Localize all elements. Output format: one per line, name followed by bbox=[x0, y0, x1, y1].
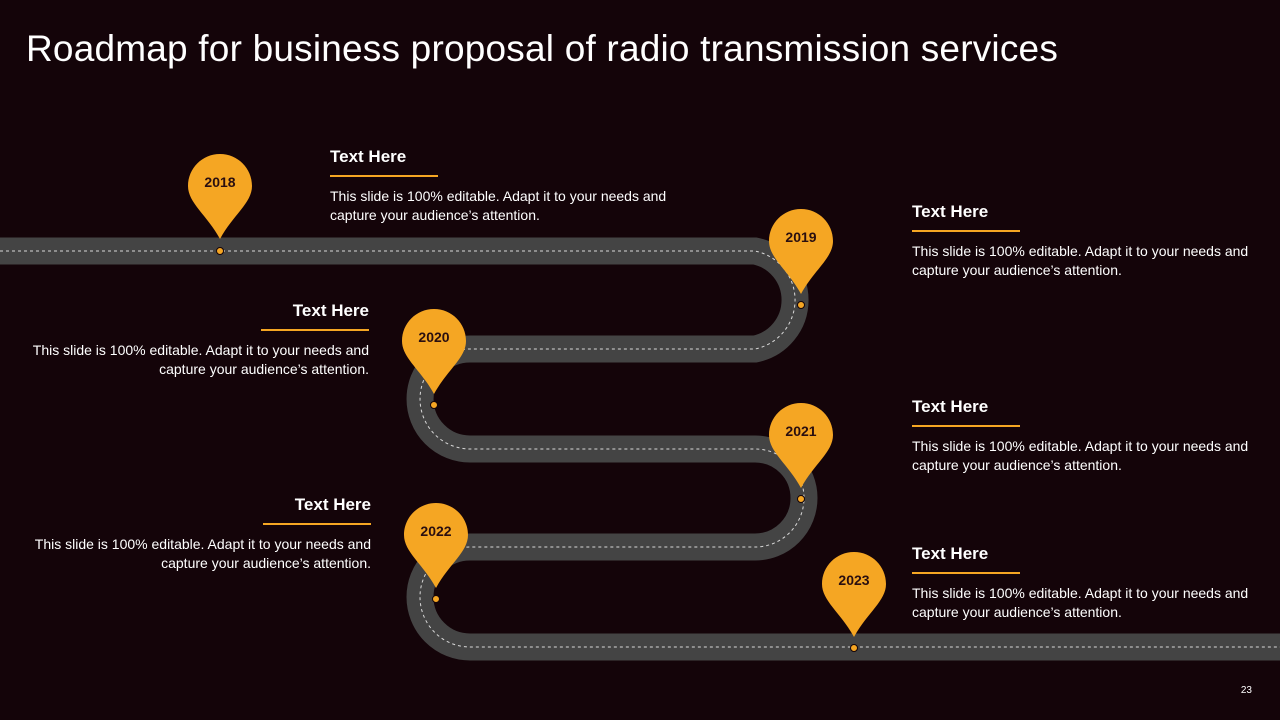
milestone-heading: Text Here bbox=[294, 495, 371, 514]
milestone-description: This slide is 100% editable. Adapt it to… bbox=[912, 585, 1249, 620]
milestone-text-2018: Text Here This slide is 100% editable. A… bbox=[330, 147, 670, 225]
map-pin-icon: 2021 bbox=[768, 402, 834, 490]
milestone-dot-2020 bbox=[430, 401, 438, 409]
heading-underline bbox=[261, 329, 369, 331]
heading-underline bbox=[912, 572, 1020, 574]
milestone-heading: Text Here bbox=[912, 202, 989, 221]
milestone-dot-2022 bbox=[432, 595, 440, 603]
map-pin-icon: 2022 bbox=[403, 502, 469, 590]
map-pin-icon: 2023 bbox=[821, 551, 887, 639]
map-pin-icon: 2020 bbox=[401, 308, 467, 396]
page-number: 23 bbox=[1240, 685, 1252, 696]
milestone-year: 2019 bbox=[785, 229, 817, 245]
milestone-dot-2021 bbox=[797, 495, 805, 503]
milestone-heading: Text Here bbox=[330, 147, 407, 166]
milestone-dot-2018 bbox=[216, 247, 224, 255]
heading-underline bbox=[912, 425, 1020, 427]
milestone-year: 2018 bbox=[204, 174, 236, 190]
milestone-description: This slide is 100% editable. Adapt it to… bbox=[34, 536, 371, 571]
milestone-text-2020: Text Here This slide is 100% editable. A… bbox=[29, 301, 369, 379]
heading-underline bbox=[912, 230, 1020, 232]
page-title: Roadmap for business proposal of radio t… bbox=[26, 28, 1059, 69]
milestone-heading: Text Here bbox=[292, 301, 369, 320]
milestone-text-2023: Text Here This slide is 100% editable. A… bbox=[912, 544, 1252, 622]
milestone-year: 2021 bbox=[785, 423, 817, 439]
map-pin-icon: 2018 bbox=[187, 153, 253, 241]
milestone-dot-2019 bbox=[797, 301, 805, 309]
milestone-year: 2023 bbox=[838, 572, 870, 588]
milestone-year: 2020 bbox=[418, 329, 450, 345]
milestone-description: This slide is 100% editable. Adapt it to… bbox=[912, 243, 1249, 278]
milestone-description: This slide is 100% editable. Adapt it to… bbox=[912, 438, 1249, 473]
milestone-text-2022: Text Here This slide is 100% editable. A… bbox=[31, 495, 371, 573]
milestone-text-2019: Text Here This slide is 100% editable. A… bbox=[912, 202, 1252, 280]
map-pin-icon: 2019 bbox=[768, 208, 834, 296]
heading-underline bbox=[263, 523, 371, 525]
heading-underline bbox=[330, 175, 438, 177]
milestone-heading: Text Here bbox=[912, 397, 989, 416]
milestone-heading: Text Here bbox=[912, 544, 989, 563]
milestone-text-2021: Text Here This slide is 100% editable. A… bbox=[912, 397, 1252, 475]
milestone-description: This slide is 100% editable. Adapt it to… bbox=[32, 342, 369, 377]
milestone-description: This slide is 100% editable. Adapt it to… bbox=[330, 188, 667, 223]
milestone-dot-2023 bbox=[850, 644, 858, 652]
milestone-year: 2022 bbox=[420, 523, 452, 539]
